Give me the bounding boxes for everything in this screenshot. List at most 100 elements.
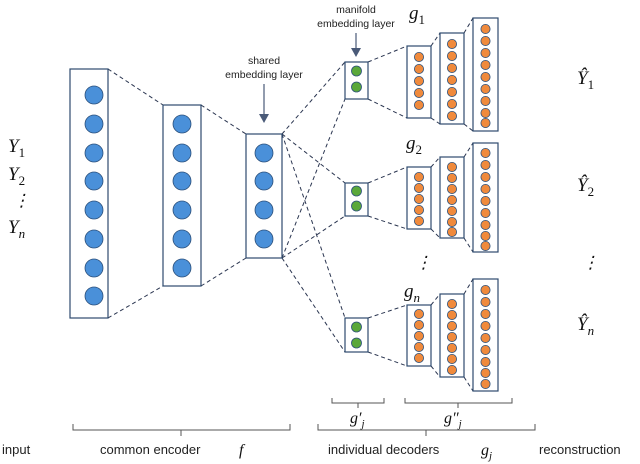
decoder-node — [480, 344, 491, 355]
decoder-node — [413, 171, 424, 182]
svg-text:Ŷ1: Ŷ1 — [577, 67, 594, 92]
decoder-node — [413, 76, 424, 87]
svg-text:g2: g2 — [406, 133, 422, 157]
decoder-labels: g1 g2 ⋮ gn — [404, 3, 432, 305]
manifold-layer-n — [344, 317, 369, 353]
encoder-node — [84, 114, 104, 134]
decoder-node — [446, 226, 457, 237]
encoder-node — [172, 114, 192, 134]
bottom-labels: input common encoder f individual decode… — [2, 442, 621, 462]
decoder-node — [413, 52, 424, 63]
svg-text:manifold: manifold — [336, 4, 376, 16]
shared-embedding-annotation: shared embedding layer — [225, 55, 303, 123]
svg-text:Ŷn: Ŷn — [577, 313, 594, 338]
decoder-node — [480, 195, 491, 206]
decoder-node — [480, 183, 491, 194]
decoder-node — [413, 330, 424, 341]
svg-text:⋮: ⋮ — [582, 253, 599, 272]
encoder-layer-2 — [162, 104, 202, 287]
embedding-node — [351, 321, 362, 333]
encoder-node — [172, 200, 192, 220]
encoder-node — [254, 229, 274, 249]
svg-text:⋮: ⋮ — [415, 253, 432, 272]
decoder-node — [446, 111, 457, 122]
decoder-node — [446, 194, 457, 205]
decoder-node — [480, 367, 491, 378]
svg-text:Y2: Y2 — [8, 164, 25, 188]
encoder-node — [254, 200, 274, 220]
encoder-node — [84, 171, 104, 191]
decoder-node — [446, 320, 457, 331]
decoder-node — [446, 39, 457, 50]
decoder-node — [446, 183, 457, 194]
decoder-node — [480, 60, 491, 71]
decoder-node — [480, 159, 491, 170]
decoder-node — [480, 240, 491, 251]
decoder-node — [480, 84, 491, 95]
svg-text:Ŷ2: Ŷ2 — [577, 174, 594, 199]
embedding-node — [351, 337, 362, 349]
encoder-node — [84, 143, 104, 163]
encoder-node — [172, 171, 192, 191]
embedding-node — [351, 65, 362, 77]
output-labels: Ŷ1 Ŷ2 ⋮ Ŷn — [577, 67, 599, 338]
braces — [72, 398, 536, 436]
decoder-node — [446, 172, 457, 183]
svg-text:common encoder: common encoder — [100, 442, 201, 457]
svg-text:g′j: g′j — [350, 410, 365, 430]
encoder-node — [84, 258, 104, 278]
svg-text:embedding layer: embedding layer — [225, 69, 303, 81]
decoder-node — [480, 147, 491, 158]
decoder-node — [480, 296, 491, 307]
decoder-node — [413, 204, 424, 215]
decoder-node — [446, 161, 457, 172]
embedding-node — [351, 185, 362, 197]
decoder-node — [413, 193, 424, 204]
decoder-node — [480, 96, 491, 107]
decoder-2 — [406, 142, 499, 253]
embedding-node — [351, 81, 362, 93]
decoder-node — [480, 207, 491, 218]
input-labels: Y1 Y2 ⋮ Yn — [8, 136, 30, 241]
svg-text:f: f — [239, 442, 246, 459]
svg-text:reconstruction: reconstruction — [539, 442, 621, 457]
decoder-node — [446, 298, 457, 309]
encoder-node — [254, 143, 274, 163]
encoder-node — [84, 229, 104, 249]
decoder-node — [413, 88, 424, 99]
decoder-node — [446, 87, 457, 98]
svg-text:g″j: g″j — [444, 410, 462, 430]
decoder-node — [413, 182, 424, 193]
decoder-node — [480, 308, 491, 319]
svg-text:shared: shared — [248, 55, 280, 67]
svg-text:⋮: ⋮ — [13, 191, 30, 210]
svg-text:Y1: Y1 — [8, 136, 25, 160]
decoder-node — [446, 364, 457, 375]
decoder-node — [413, 64, 424, 75]
encoder-node — [172, 258, 192, 278]
decoder-node — [446, 51, 457, 62]
encoder-node — [172, 143, 192, 163]
decoder-node — [480, 219, 491, 230]
svg-text:Yn: Yn — [8, 217, 25, 241]
decoder-node — [413, 308, 424, 319]
decoder-node — [446, 216, 457, 227]
encoder-node — [84, 200, 104, 220]
encoder-layer-1 — [69, 68, 109, 319]
decoder-node — [413, 100, 424, 111]
embedding-node — [351, 200, 362, 212]
decoder-node — [446, 331, 457, 342]
decoder-node — [480, 378, 491, 389]
decoder-node — [413, 352, 424, 363]
decoder-node — [446, 99, 457, 110]
decoder-node — [446, 342, 457, 353]
encoder-node — [254, 171, 274, 191]
decoder-node — [446, 353, 457, 364]
decoder-node — [480, 36, 491, 47]
svg-text:individual decoders: individual decoders — [328, 442, 440, 457]
decoder-node — [480, 171, 491, 182]
svg-text:gj: gj — [481, 442, 492, 462]
manifold-embedding-annotation: manifold embedding layer — [317, 4, 395, 57]
decoder-node — [480, 48, 491, 59]
connections — [107, 17, 474, 392]
